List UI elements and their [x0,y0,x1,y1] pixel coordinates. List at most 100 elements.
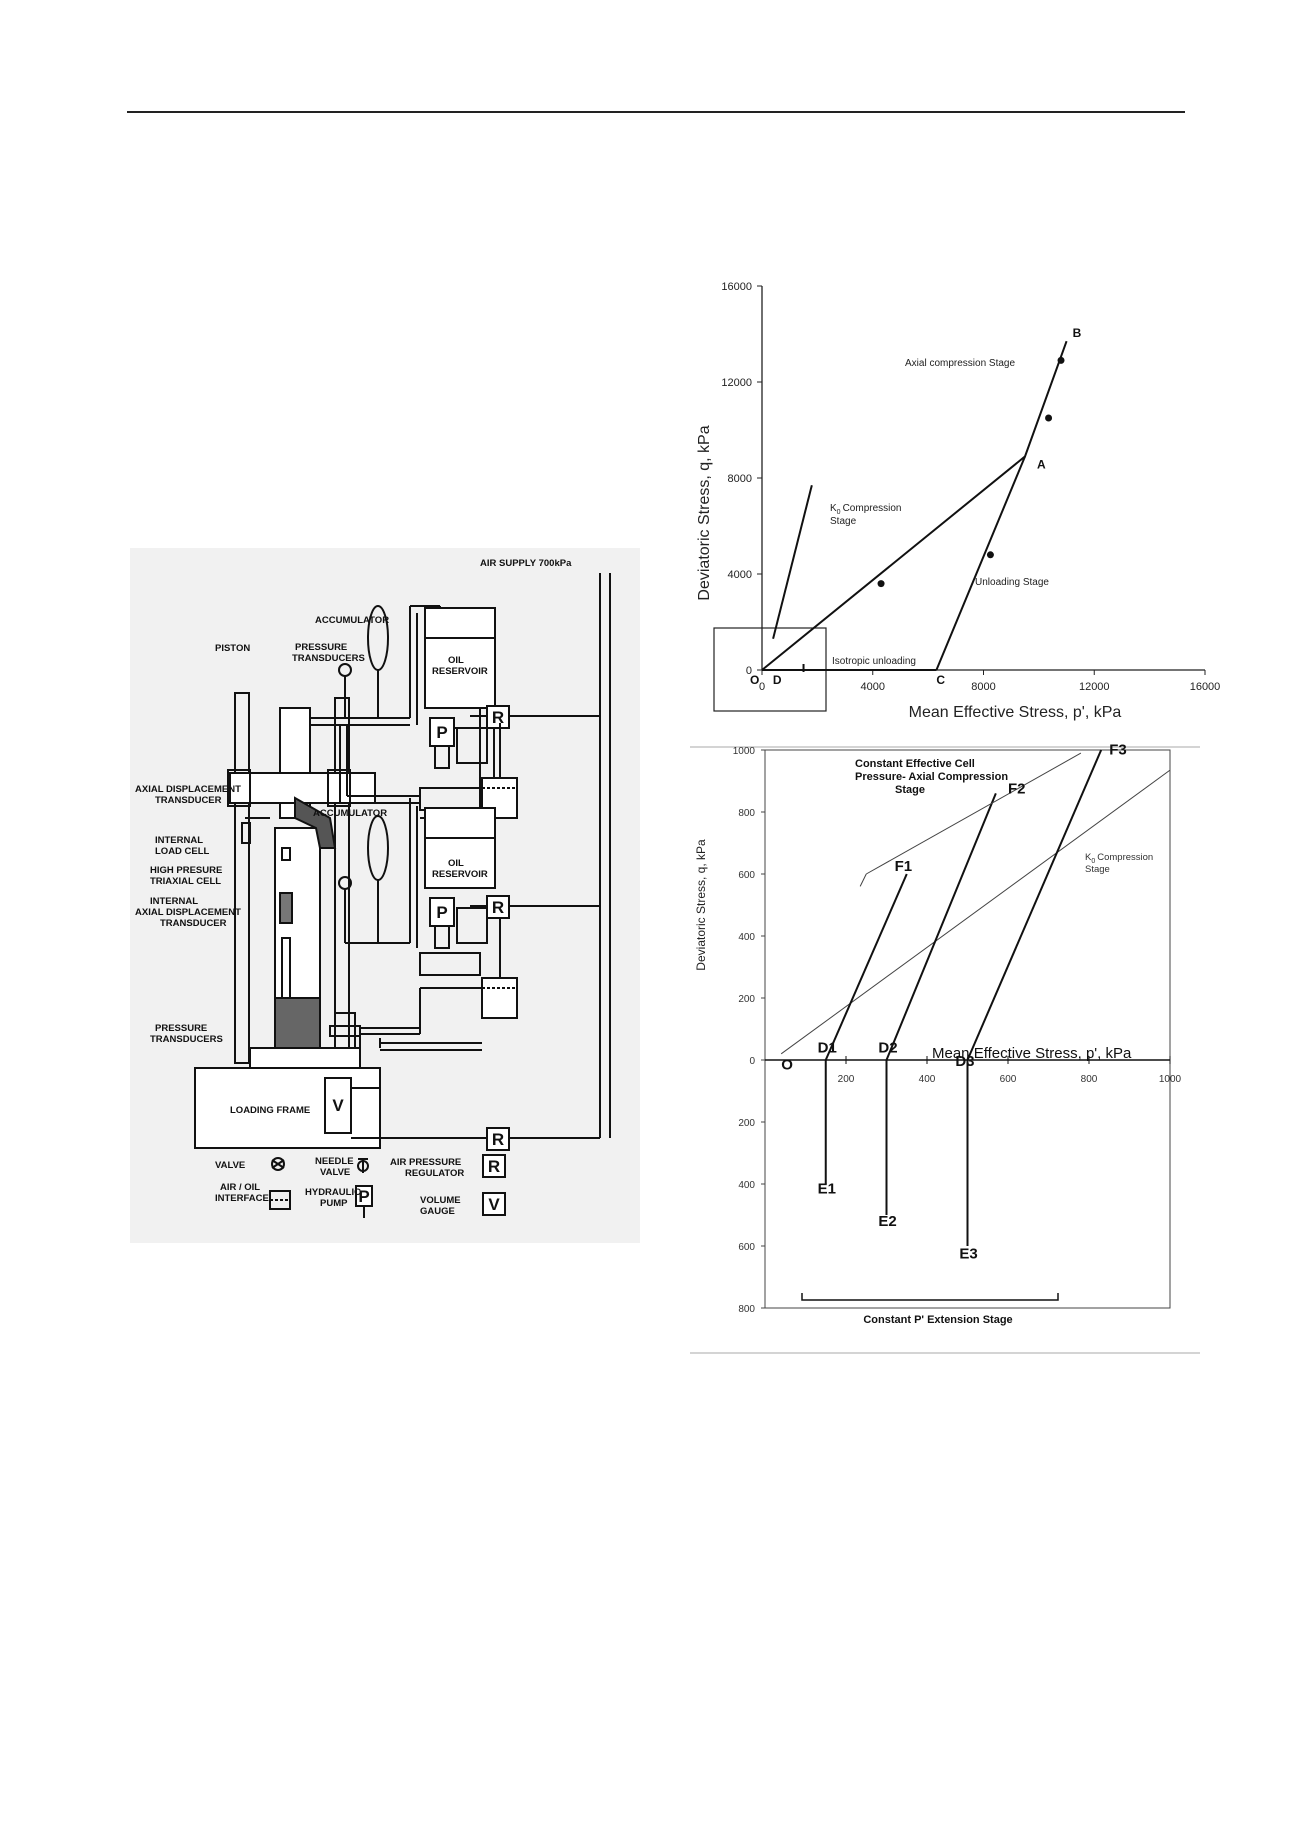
legend-air-regulator-2: REGULATOR [405,1168,464,1179]
annotation-axial-compression: Axial compression Stage [905,358,1015,369]
chart-2-leader-hook [859,873,867,887]
box-letter-p-bottom: P [436,903,447,922]
legend-needle-valve-2: VALVE [320,1167,350,1178]
annotation-constant-cell-pressure: Constant Effective Cell Pressure- Axial … [855,758,1008,796]
legend-air-regulator-1: AIR PRESSURE [390,1157,461,1168]
chart-1-direction-arrow [986,551,994,559]
chart-2-x-tick-label: 200 [838,1074,855,1085]
chart-2-point-label: E2 [878,1213,896,1230]
k0-compression-word: Compression [843,503,902,514]
label-pressure-transducers-bottom-1: PRESSURE [155,1023,207,1034]
chart-2-y-tick-label: 400 [738,1180,755,1191]
annotation-isotropic-unloading: Isotropic unloading [832,656,916,667]
chart-1-point-label: B [1073,326,1082,340]
schematic-box-letters: R R R P P V P R V [332,708,504,1214]
legend-letter-r: R [488,1157,500,1176]
chart-2-y-tick-label: 200 [738,1118,755,1129]
box-letter-p-top: P [436,723,447,742]
chart-2-x-tick-label: 800 [1081,1074,1098,1085]
chart-2-series-line [966,749,1103,1061]
chart-2-point-label: E3 [959,1245,977,1262]
label-load-cell-1: INTERNAL [155,835,203,846]
legend-letter-p: P [358,1187,369,1206]
triaxial-apparatus-schematic: AIR SUPPLY 700kPa ACCUMULATOR PISTON PRE… [130,548,640,1243]
label-oil-reservoir-top-1: OIL [448,655,464,666]
chart-1-y-tick-label: 4000 [728,569,752,581]
chart-2-y-tick-label: 0 [749,1056,755,1067]
chart-1-x-tick-label: 0 [759,681,765,693]
chart-1-y-axis-label: Deviatoric Stress, q, kPa [696,425,713,600]
label-axial-disp-1: AXIAL DISPLACEMENT [135,784,241,795]
chart-2-x-axis-label: Mean Effective Stress, p', kPa [932,1045,1132,1062]
chart-2-y-tick-label: 1000 [733,746,756,757]
legend-hydraulic-pump-2: PUMP [320,1198,348,1209]
annotation-unloading: Unloading Stage [975,577,1049,588]
chart-2-y-tick-label: 200 [738,994,755,1005]
label-piston: PISTON [215,643,250,654]
chart-2-series-line [866,752,1082,875]
legend-hydraulic-pump-1: HYDRAULIC [305,1187,361,1198]
label-triaxial-cell-1: HIGH PRESURE [150,865,222,876]
chart-2-point-label: E1 [818,1180,836,1197]
chart-1-x-axis-label: Mean Effective Stress, p', kPa [909,704,1122,721]
k0-subscript-2: 0 [1091,858,1095,865]
k0-subscript: 0 [837,509,841,516]
label-oil-reservoir-top-2: RESERVOIR [432,666,488,677]
box-letter-v: V [332,1096,344,1115]
box-letter-r-bottom: R [492,1130,504,1149]
label-axial-disp-2: TRANSDUCER [155,795,222,806]
label-internal-axial-2: AXIAL DISPLACEMENT [135,907,241,918]
chart-2-point-label: D3 [955,1053,974,1070]
chart-2-y-tick-label: 800 [738,1304,755,1315]
annotation-constant-p-extension: Constant P' Extension Stage [863,1314,1012,1326]
label-internal-axial-3: TRANSDUCER [160,918,227,929]
chart-2-y-tick-label: 600 [738,870,755,881]
chart-1-direction-arrow [877,580,885,588]
chart-2-y-axis-label: Deviatoric Stress, q, kPa [694,839,708,971]
legend-air-oil-2: INTERFACE [215,1193,269,1204]
chart-2-y-tick-label: 400 [738,932,755,943]
chart-1-y-tick-label: 12000 [721,377,752,389]
label-pressure-transducers-top-2: TRANSDUCERS [292,653,365,664]
legend-air-oil-1: AIR / OIL [220,1182,260,1193]
legend-volume-gauge-1: VOLUME [420,1195,461,1206]
chart-1-y-tick-label: 16000 [721,281,752,293]
chart-2-point-label: D1 [818,1039,837,1056]
chart-2-series [780,749,1171,1246]
k0-stage-2: Stage [1085,864,1110,875]
label-loading-frame: LOADING FRAME [230,1105,310,1116]
label-accumulator-top: ACCUMULATOR [315,615,389,626]
chart-1-point-label: A [1037,457,1046,471]
chart-2-x-tick-label: 600 [1000,1074,1017,1085]
chart-2-point-label: D2 [878,1039,897,1056]
chart-1-direction-arrow [1045,414,1053,422]
label-pressure-transducers-top-1: PRESSURE [295,642,347,653]
header-rule [127,111,1185,113]
box-letter-r-top: R [492,708,504,727]
chart-1-x-tick-label: 4000 [861,681,885,693]
schematic-labels: AIR SUPPLY 700kPa ACCUMULATOR PISTON PRE… [135,558,572,1217]
chart-1-point-label: C [936,673,945,687]
chart-2-point-label: O [781,1056,793,1073]
k0-compression-word-2: Compression [1097,852,1153,863]
annotation-k0-stage: Stage [830,516,857,527]
label-air-supply: AIR SUPPLY 700kPa [480,558,572,569]
chart-1-direction-arrow [1057,356,1065,364]
chart-2-point-label: F2 [1008,780,1026,797]
chart-2-x-tick-label: 400 [919,1074,936,1085]
label-load-cell-2: LOAD CELL [155,846,210,857]
box-letter-r-middle: R [492,898,504,917]
chart-1-series-line [772,484,813,640]
chart-2-series-line [885,793,997,1061]
chart-1-point-label: D [773,673,782,687]
chart-1-x-tick-label: 12000 [1079,681,1110,693]
chart-1-series [761,340,1068,672]
constant-cell-line-1: Constant Effective Cell [855,758,975,770]
